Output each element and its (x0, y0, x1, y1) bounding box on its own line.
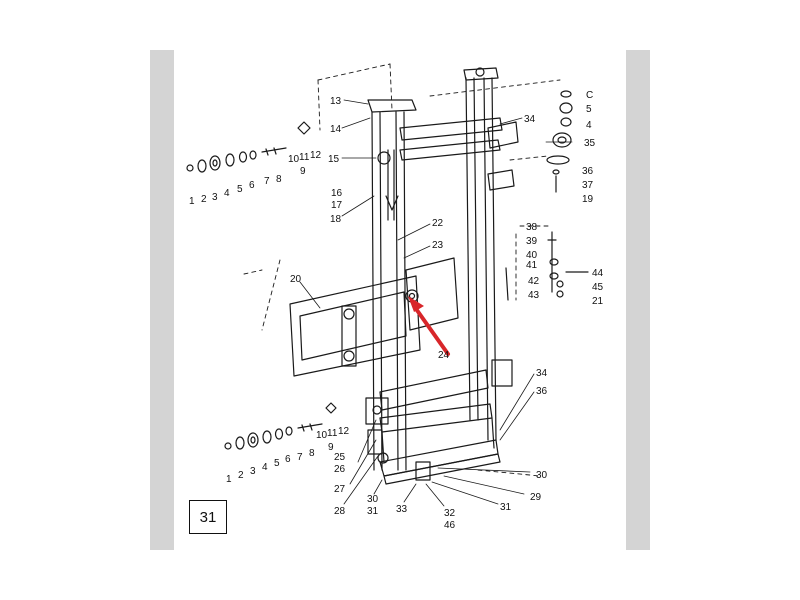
callout-label: 22 (432, 218, 444, 229)
leader-lines (299, 99, 573, 507)
right-margin-band (626, 50, 650, 550)
callout-label: 36 (582, 166, 594, 177)
figure-number-box: 31 (189, 500, 227, 534)
exploded-parts-upper-right (546, 90, 573, 193)
callout-label: 1 (189, 196, 195, 207)
callout-label: 26 (334, 464, 346, 475)
callout-label: 18 (330, 214, 342, 225)
callout-label: 4 (224, 188, 230, 199)
callout-label: 42 (528, 276, 540, 287)
callout-label: 6 (249, 180, 255, 191)
callout-label: 27 (334, 484, 346, 495)
callout-label: 39 (526, 236, 538, 247)
exploded-parts-lower-left (224, 402, 337, 450)
callout-label: 28 (334, 506, 346, 517)
callout-label: 10 (316, 430, 328, 441)
pointer-label: 24 (438, 350, 450, 361)
callout-label: 45 (592, 282, 604, 293)
callout-label: 1 (226, 474, 232, 485)
callout-label: 38 (526, 222, 538, 233)
lift-cylinder (377, 149, 399, 221)
callout-label: 5 (586, 104, 592, 115)
callout-label: 36 (536, 386, 548, 397)
callout-label: 4 (586, 120, 592, 131)
callout-label: 44 (592, 268, 604, 279)
mast-assembly-drawing (186, 63, 589, 507)
callout-label: 32 (444, 508, 456, 519)
callout-label: 12 (310, 150, 322, 161)
base-frame (379, 439, 501, 485)
callout-label: 15 (328, 154, 340, 165)
exploded-parts-upper-left (186, 121, 311, 173)
callout-label: 2 (238, 470, 244, 481)
callout-label: 33 (396, 504, 408, 515)
callout-label: 23 (432, 240, 444, 251)
callout-label: 8 (276, 174, 282, 185)
callout-label: 9 (328, 442, 334, 453)
top-cross-member (399, 117, 503, 161)
pointer-arrow-head (408, 296, 424, 312)
callout-label: 17 (331, 200, 343, 211)
callout-label: 19 (582, 194, 594, 205)
callout-label: 30 (536, 470, 548, 481)
callout-label: 11 (299, 152, 310, 163)
outer-mast (463, 67, 499, 441)
callout-label: 9 (300, 166, 306, 177)
diagram-sheet (174, 50, 626, 550)
callout-label: 40 (526, 250, 538, 261)
pointer-arrow-shaft (412, 304, 450, 356)
callout-label: 21 (592, 296, 604, 307)
callout-label: 10 (288, 154, 300, 165)
callout-label: 4 (262, 462, 268, 473)
callout-label: 37 (582, 180, 594, 191)
callout-label: C (586, 90, 593, 101)
callout-label: 11 (327, 428, 338, 439)
carriage (289, 257, 459, 377)
callout-label: 35 (584, 138, 596, 149)
callout-label: 14 (330, 124, 342, 135)
callout-labels: 1 2 3 4 5 6 7 8 10 11 12 9 13 14 15 16 1… (189, 90, 604, 531)
callout-label: 46 (444, 520, 456, 531)
callout-label: 5 (274, 458, 280, 469)
callout-label: 5 (237, 184, 243, 195)
callout-label: 29 (530, 492, 542, 503)
callout-label: 12 (338, 426, 350, 437)
projection-lines (243, 63, 561, 477)
callout-label: 16 (331, 188, 343, 199)
callout-label: 34 (536, 368, 548, 379)
callout-label: 3 (250, 466, 256, 477)
left-margin-band (150, 50, 174, 550)
exploded-parts-right (547, 231, 589, 298)
callout-label: 20 (290, 274, 302, 285)
callout-label: 3 (212, 192, 218, 203)
callout-label: 7 (264, 176, 270, 187)
callout-label: 43 (528, 290, 540, 301)
callout-label: 34 (524, 114, 536, 125)
callout-label: 25 (334, 452, 346, 463)
inner-mast (367, 99, 417, 471)
callout-label: 6 (285, 454, 291, 465)
callout-label: 41 (526, 260, 538, 271)
callout-label: 13 (330, 96, 342, 107)
callout-label: 8 (309, 448, 315, 459)
pointer-arrow (408, 296, 450, 356)
callout-label: 31 (367, 506, 379, 517)
callout-label: 2 (201, 194, 207, 205)
callout-label: 7 (297, 452, 303, 463)
callout-label: 31 (500, 502, 512, 513)
callout-label: 30 (367, 494, 379, 505)
right-bracket (487, 121, 519, 387)
bottom-hinge (365, 397, 389, 464)
